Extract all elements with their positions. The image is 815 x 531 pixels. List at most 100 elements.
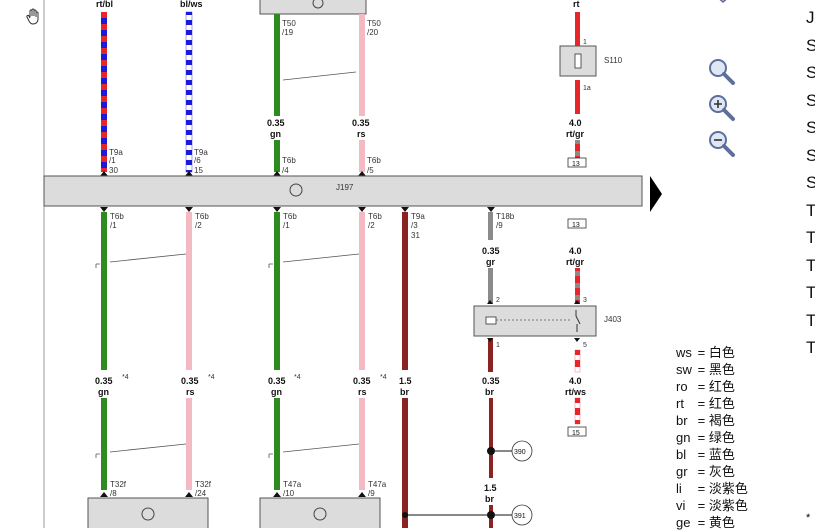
conn-t6b-5-pin: /5	[367, 166, 374, 175]
wire-note-1: *4	[122, 374, 129, 381]
wire-color-3: gn	[271, 387, 282, 397]
component-list-item[interactable]: S	[806, 90, 815, 110]
shield-line-4	[282, 443, 360, 453]
legend-text: = 绿色	[697, 430, 735, 445]
wire-note-3: *4	[294, 374, 301, 381]
conn-b-t9a-3: /3	[411, 221, 418, 230]
conn-t6b-4-pin: /4	[282, 166, 289, 175]
shield-bracket	[95, 263, 100, 268]
component-list-item[interactable]: T	[806, 228, 815, 247]
component-list-item[interactable]: T	[806, 283, 815, 302]
pin-arrow	[273, 171, 281, 176]
component-list-item[interactable]: T	[806, 310, 815, 330]
top-connector-box	[259, 0, 367, 15]
wire-rtws-lower-b	[574, 397, 581, 425]
wire-rt-gr-top	[575, 140, 580, 160]
wire-rt-bl-top	[101, 12, 107, 172]
pan-hand-icon[interactable]	[26, 8, 42, 31]
pin-arrow	[358, 492, 366, 497]
zoom-in-icon[interactable]	[706, 92, 738, 121]
zoom-out-icon[interactable]	[706, 128, 738, 157]
conn-b-t6b-1: T6b	[110, 212, 124, 221]
color-legend: ws = 白色 sw = 黑色 ro = 红色 rt = 红色 br = 褐色 …	[676, 344, 776, 531]
legend-code: rt	[676, 396, 684, 411]
relay-pin-5: 5	[583, 342, 587, 349]
pin-arrow	[401, 207, 409, 212]
legend-code: gr	[676, 464, 688, 479]
component-list-item[interactable]: S	[806, 173, 815, 192]
relay-j403-label: J403	[604, 315, 622, 324]
wire-gn-lower-2	[274, 212, 280, 370]
legend-row: li = 淡紫色	[676, 480, 776, 497]
conn-t6b-5: T6b	[367, 156, 381, 165]
pin-arrow	[487, 207, 495, 212]
wire-size-1: 0.35	[95, 376, 113, 386]
conn-t9a-1: T9a	[109, 148, 123, 157]
wire-size-3: 0.35	[268, 376, 286, 386]
wire-rtgr-lower	[575, 268, 580, 304]
legend-code: br	[676, 413, 688, 428]
ref-circle-391	[511, 504, 533, 526]
conn-t32f-8-pin: /8	[110, 489, 117, 498]
fuse-pin-1: 1	[583, 39, 587, 46]
wire-color-8: br	[485, 494, 494, 504]
legend-row: ws = 白色	[676, 344, 776, 361]
conn-t50-20: T50	[367, 19, 381, 28]
zoom-icon[interactable]	[706, 56, 738, 85]
wire-label-bl-ws: bl/ws	[180, 0, 203, 9]
fuse-pin-1a: 1a	[583, 85, 591, 92]
wire-size-rtgr: 4.0	[569, 118, 582, 128]
component-list-item[interactable]: J	[806, 8, 815, 27]
shield-line-3	[109, 443, 187, 453]
shield-bracket	[268, 263, 273, 268]
wire-color-4: rs	[358, 387, 367, 397]
legend-row: gr = 灰色	[676, 463, 776, 480]
conn-t50-19-pin: /19	[282, 28, 294, 37]
conn-t47a-9-pin: /9	[368, 489, 375, 498]
bookmark-icon[interactable]	[706, 0, 738, 20]
wire-bl-ws-top	[185, 11, 193, 173]
ref-circle-390	[511, 440, 533, 462]
component-list-item[interactable]: S	[806, 63, 815, 82]
wire-size-rs: 0.35	[352, 118, 370, 128]
ref-box-13a	[567, 157, 587, 168]
conn-t47a-10: T47a	[283, 480, 302, 489]
component-list-item[interactable]: S	[806, 118, 815, 137]
legend-code: ro	[676, 379, 688, 394]
legend-row: vi = 淡紫色	[676, 497, 776, 514]
ref-15: 15	[572, 430, 580, 437]
pin-arrow	[574, 338, 580, 342]
wire-color-2: rs	[186, 387, 195, 397]
conn-t9a-6-pin: /6	[194, 156, 201, 165]
bottom-module-left-symbol-icon	[141, 507, 155, 521]
wire-color-5: br	[400, 387, 409, 397]
wire-size-6: 0.35	[482, 376, 500, 386]
component-list-item[interactable]: S	[806, 35, 815, 55]
conn-b-t9a-31: 31	[411, 231, 420, 240]
conn-t47a-10-pin: /10	[283, 489, 295, 498]
junction-dot	[402, 512, 408, 518]
component-list-item[interactable]: S	[806, 145, 815, 165]
legend-text: = 白色	[697, 345, 735, 360]
wire-size-rtgr-2: 4.0	[569, 246, 582, 256]
wire-gr-lower	[488, 212, 493, 240]
wire-br-j403-b	[489, 398, 493, 478]
wire-gr-lower-b	[488, 268, 493, 304]
legend-text: = 淡紫色	[697, 498, 748, 513]
wire-color-7: rt/ws	[565, 387, 586, 397]
conn-b-t6b-2-pin: /2	[195, 221, 202, 230]
next-page-arrow-icon[interactable]	[650, 176, 662, 212]
wire-rs-top-2	[359, 140, 365, 172]
component-list-item[interactable]: T	[806, 255, 815, 275]
ref-13b: 13	[572, 222, 580, 229]
ref-box-15	[567, 426, 587, 437]
relay-coil	[485, 316, 497, 325]
legend-text: = 黑色	[697, 362, 735, 377]
legend-row: sw = 黑色	[676, 361, 776, 378]
component-list-item[interactable]: T	[806, 338, 815, 357]
legend-text: = 淡紫色	[697, 481, 748, 496]
component-list-truncated: J S S S S S S T T T T T T	[806, 4, 815, 362]
legend-text: = 红色	[697, 379, 735, 394]
component-list-item[interactable]: T	[806, 200, 815, 220]
